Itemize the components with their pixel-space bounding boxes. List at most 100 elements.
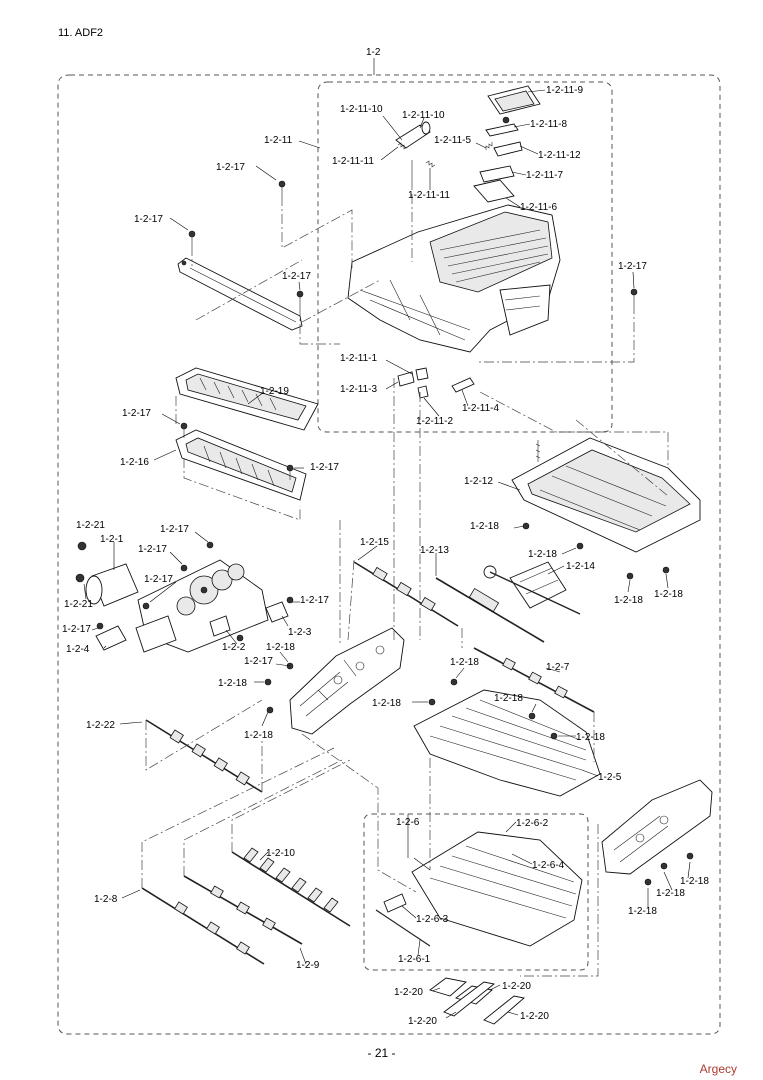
label-1-2-11-4: 1-2-11-4 [462, 403, 499, 414]
label-1-2-1: 1-2-1 [100, 534, 124, 545]
section-title: 11. ADF2 [58, 27, 104, 39]
paper-guide-1-2-5 [413, 689, 601, 797]
roller-1-2-11-10 [395, 121, 431, 149]
label-1-2-9: 1-2-9 [296, 960, 320, 971]
holder-1-2-11-6 [473, 179, 515, 203]
label-1-2-13: 1-2-13 [420, 545, 449, 556]
label-1-2-11-10: 1-2-11-10 [340, 104, 383, 115]
separation-pad-1-2-11-7 [479, 165, 515, 183]
label-1-2-17: 1-2-17 [244, 656, 273, 667]
watermark: Argecy [699, 1062, 737, 1076]
label-1-2-17: 1-2-17 [134, 214, 163, 225]
label-1-2-4: 1-2-4 [66, 644, 90, 655]
label-1-2-17: 1-2-17 [62, 624, 91, 635]
roller-shaft-1-2-15 [353, 561, 459, 627]
label-1-2-18: 1-2-18 [628, 906, 657, 917]
label-1-2-18: 1-2-18 [576, 732, 605, 743]
label-1-2-19: 1-2-19 [260, 386, 289, 397]
label-1-2-2: 1-2-2 [222, 642, 246, 653]
label-1-2-17: 1-2-17 [618, 261, 647, 272]
label-1-2-17: 1-2-17 [310, 462, 339, 473]
label-1-2-17: 1-2-17 [144, 574, 173, 585]
label-1-2-14: 1-2-14 [566, 561, 595, 572]
screws-1-2-21 [75, 541, 87, 583]
subassembly-frame-1-2-11 [317, 81, 613, 433]
label-1-2-20: 1-2-20 [502, 981, 531, 992]
lower-guide-1-2-6 [375, 831, 583, 947]
label-1-2-11-12: 1-2-11-12 [538, 150, 581, 161]
label-1-2-18: 1-2-18 [654, 589, 683, 600]
films-1-2-20 [429, 977, 525, 1025]
label-1-2-6-3: 1-2-6-3 [416, 914, 449, 925]
label-1-2-17: 1-2-17 [300, 595, 329, 606]
label-1-2-18: 1-2-18 [244, 730, 273, 741]
label-1-2-11-5: 1-2-11-5 [434, 135, 471, 146]
pickup-assembly-1-2-14 [483, 561, 581, 615]
callout-labels: 1-2 1-2-11-9 1-2-11-10 1-2-11-10 1-2-11-… [62, 47, 709, 1027]
drive-motor-1-2-1 [85, 563, 139, 607]
label-1-2-6-2: 1-2-6-2 [516, 818, 549, 829]
label-1-2-18: 1-2-18 [614, 595, 643, 606]
screws-1-2-18 [264, 522, 694, 886]
label-1-2-7: 1-2-7 [546, 662, 570, 673]
label-1-2-11-7: 1-2-11-7 [526, 170, 563, 181]
label-1-2-8: 1-2-8 [94, 894, 118, 905]
assembly-frame-1-2 [57, 74, 721, 1035]
label-1-2-21: 1-2-21 [76, 520, 105, 531]
subassembly-frame-1-2-6 [363, 813, 589, 971]
label-1-2-17: 1-2-17 [122, 408, 151, 419]
label-1-2-18: 1-2-18 [218, 678, 247, 689]
label-1-2-11-1: 1-2-11-1 [340, 353, 377, 364]
side-frame-right [601, 779, 713, 875]
label-1-2-6: 1-2-6 [396, 817, 420, 828]
small-parts-1-2-11-1-to-4 [397, 367, 475, 399]
label-1-2-18: 1-2-18 [680, 876, 709, 887]
side-frame-left [289, 627, 405, 735]
leader-lines [83, 89, 691, 1019]
guide-frame-1-2-16 [175, 429, 307, 501]
label-1-2-6-1: 1-2-6-1 [398, 954, 431, 965]
part-1-2-3 [265, 601, 289, 623]
label-1-2-22: 1-2-22 [86, 720, 115, 731]
label-1-2-18: 1-2-18 [266, 642, 295, 653]
label-1-2-17: 1-2-17 [282, 271, 311, 282]
assembly-lines [141, 194, 669, 977]
label-1-2-18: 1-2-18 [450, 657, 479, 668]
label-1-2-11-11: 1-2-11-11 [408, 190, 450, 201]
screws-1-2-17 [96, 180, 638, 670]
label-1-2-11-9: 1-2-11-9 [546, 85, 583, 96]
label-1-2-11-11: 1-2-11-11 [332, 156, 374, 167]
label-1-2-20: 1-2-20 [408, 1016, 437, 1027]
roller-shaft-1-2-10 [231, 847, 351, 927]
label-1-2-17: 1-2-17 [216, 162, 245, 173]
label-1-2-5: 1-2-5 [598, 772, 622, 783]
label-1-2-11-2: 1-2-11-2 [416, 416, 453, 427]
label-1-2-11-3: 1-2-11-3 [340, 384, 377, 395]
label-1-2-21: 1-2-21 [64, 599, 93, 610]
label-1-2-18: 1-2-18 [528, 549, 557, 560]
label-1-2-20: 1-2-20 [394, 987, 423, 998]
roller-shaft-1-2-8 [141, 887, 265, 965]
label-1-2-12: 1-2-12 [464, 476, 493, 487]
label-1-2-17: 1-2-17 [138, 544, 167, 555]
spring-holder-1-2-11-12 [485, 141, 523, 157]
part-1-2-4 [95, 625, 127, 651]
label-1-2-20: 1-2-20 [520, 1011, 549, 1022]
roller-shaft-1-2-7 [473, 647, 595, 713]
label-1-2-17: 1-2-17 [160, 524, 189, 535]
label-1-2-11-8: 1-2-11-8 [530, 119, 567, 130]
guide-bracket-upper [177, 257, 303, 331]
label-1-2-6-4: 1-2-6-4 [532, 860, 565, 871]
springs-1-2-11-11 [397, 142, 436, 190]
document-cover-1-2-11 [347, 204, 561, 353]
label-1-2-11: 1-2-11 [264, 135, 293, 146]
label-1-2: 1-2 [366, 47, 381, 58]
screw-1-2-11-8 [485, 116, 519, 137]
document-tray-1-2-12 [511, 437, 701, 553]
label-1-2-3: 1-2-3 [288, 627, 312, 638]
roller-shaft-1-2-9 [183, 875, 303, 945]
roller-shaft-1-2-22 [145, 719, 263, 793]
label-1-2-11-10: 1-2-11-10 [402, 110, 445, 121]
